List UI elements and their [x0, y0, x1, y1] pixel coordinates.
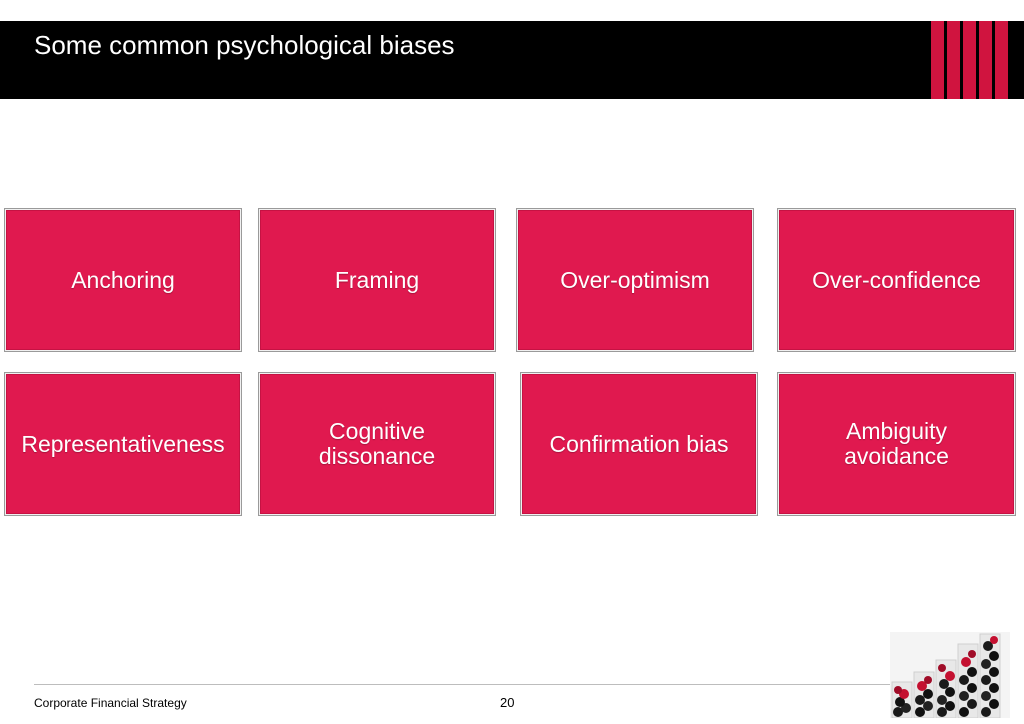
footer-divider — [34, 684, 898, 685]
bias-box-cognitive-dissonance: Cognitive dissonance — [258, 372, 496, 516]
bias-label: Anchoring — [71, 266, 175, 293]
red-vertical-stripes-icon — [931, 21, 1011, 99]
page-number: 20 — [500, 695, 515, 710]
stacked-berries-icon — [890, 632, 1010, 719]
bias-box-representativeness: Representativeness — [4, 372, 242, 516]
bias-box-ambiguity-avoidance: Ambiguity avoidance — [777, 372, 1016, 516]
bias-box-over-optimism: Over-optimism — [516, 208, 754, 352]
bias-label: Representativeness — [21, 430, 225, 457]
header-bar — [0, 21, 1024, 99]
bias-label: Over-confidence — [812, 266, 981, 293]
bias-box-confirmation-bias: Confirmation bias — [520, 372, 758, 516]
slide-title: Some common psychological biases — [34, 30, 455, 60]
bias-box-anchoring: Anchoring — [4, 208, 242, 352]
bias-label: Ambiguity avoidance — [844, 418, 949, 469]
bias-label: Cognitive dissonance — [318, 418, 436, 469]
bias-box-over-confidence: Over-confidence — [777, 208, 1016, 352]
bias-label: Confirmation bias — [549, 430, 729, 457]
footer-course-name: Corporate Financial Strategy — [34, 696, 187, 710]
bias-label: Framing — [334, 266, 420, 293]
bias-label: Over-optimism — [560, 266, 710, 293]
bias-box-framing: Framing — [258, 208, 496, 352]
